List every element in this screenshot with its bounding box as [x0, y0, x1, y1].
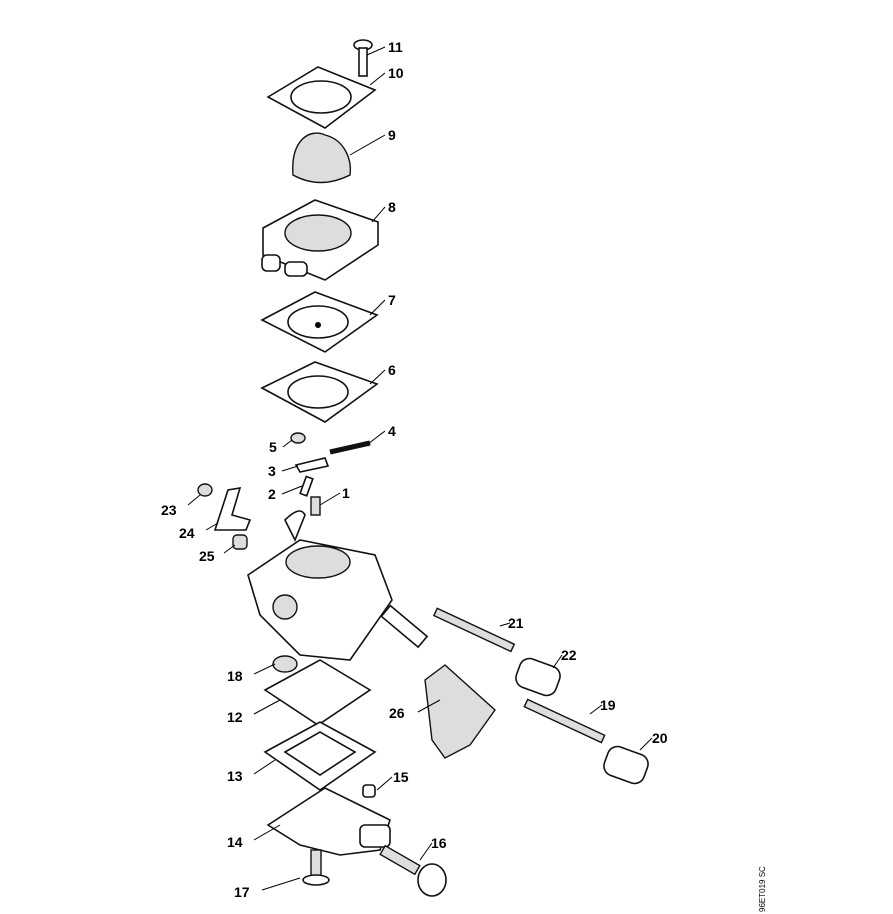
label-10: 10 — [388, 65, 404, 81]
part-8-pump-cover[interactable] — [261, 199, 379, 281]
label-4: 4 — [388, 423, 396, 439]
label-22: 22 — [561, 647, 577, 663]
label-16: 16 — [431, 835, 447, 851]
label-11: 11 — [388, 39, 403, 55]
label-1: 1 — [342, 485, 350, 501]
part-1-spring[interactable] — [310, 496, 321, 516]
label-20: 20 — [652, 730, 668, 746]
label-18: 18 — [227, 668, 243, 684]
label-17: 17 — [234, 884, 250, 900]
part-3-lever[interactable] — [294, 457, 330, 473]
drawing-code: 96ET019 SC — [758, 866, 767, 912]
part-12-diaphragm[interactable] — [263, 659, 372, 726]
part-2-inlet-needle[interactable] — [299, 475, 314, 497]
label-25: 25 — [199, 548, 215, 564]
part-labels: 11 10 9 8 7 6 4 5 3 2 1 23 24 25 21 22 1… — [161, 39, 668, 900]
part-18-strainer[interactable] — [272, 655, 298, 673]
label-23: 23 — [161, 502, 177, 518]
label-6: 6 — [388, 362, 396, 378]
label-15: 15 — [393, 769, 409, 785]
part-16-valve[interactable] — [379, 844, 447, 897]
part-14-end-cover[interactable] — [266, 787, 391, 856]
part-22-cap[interactable] — [513, 656, 563, 699]
part-7-diaphragm[interactable] — [260, 291, 379, 353]
label-14: 14 — [227, 834, 243, 850]
label-9: 9 — [388, 127, 396, 143]
label-24: 24 — [179, 525, 195, 541]
label-7: 7 — [388, 292, 396, 308]
part-15-plug[interactable] — [362, 784, 376, 798]
label-26: 26 — [389, 705, 405, 721]
part-19-adjusting-screw[interactable] — [523, 698, 606, 744]
label-12: 12 — [227, 709, 243, 725]
label-3: 3 — [268, 463, 276, 479]
part-23-screw[interactable] — [197, 483, 213, 497]
part-25-bushing[interactable] — [232, 534, 248, 550]
label-5: 5 — [269, 439, 277, 455]
part-26-adjusting-tube[interactable] — [380, 604, 496, 759]
label-21: 21 — [508, 615, 524, 631]
leader-lines — [187, 46, 653, 891]
label-2: 2 — [268, 486, 276, 502]
part-5-screw[interactable] — [290, 432, 306, 444]
part-9-primer-bulb[interactable] — [292, 132, 352, 184]
part-6-gasket[interactable] — [260, 361, 379, 423]
label-13: 13 — [227, 768, 243, 784]
part-13-gasket[interactable] — [263, 721, 377, 791]
label-19: 19 — [600, 697, 616, 713]
part-20-cap[interactable] — [601, 744, 651, 787]
part-24-throttle-lever[interactable] — [213, 487, 252, 531]
label-8: 8 — [388, 199, 396, 215]
part-4-pin[interactable] — [329, 440, 371, 455]
part-17-screw[interactable] — [302, 849, 330, 886]
part-11-screw[interactable] — [353, 39, 373, 77]
part-10-gasket[interactable] — [266, 66, 377, 129]
part-21-adjusting-screw[interactable] — [432, 607, 516, 653]
carburetor-body[interactable] — [247, 510, 393, 661]
